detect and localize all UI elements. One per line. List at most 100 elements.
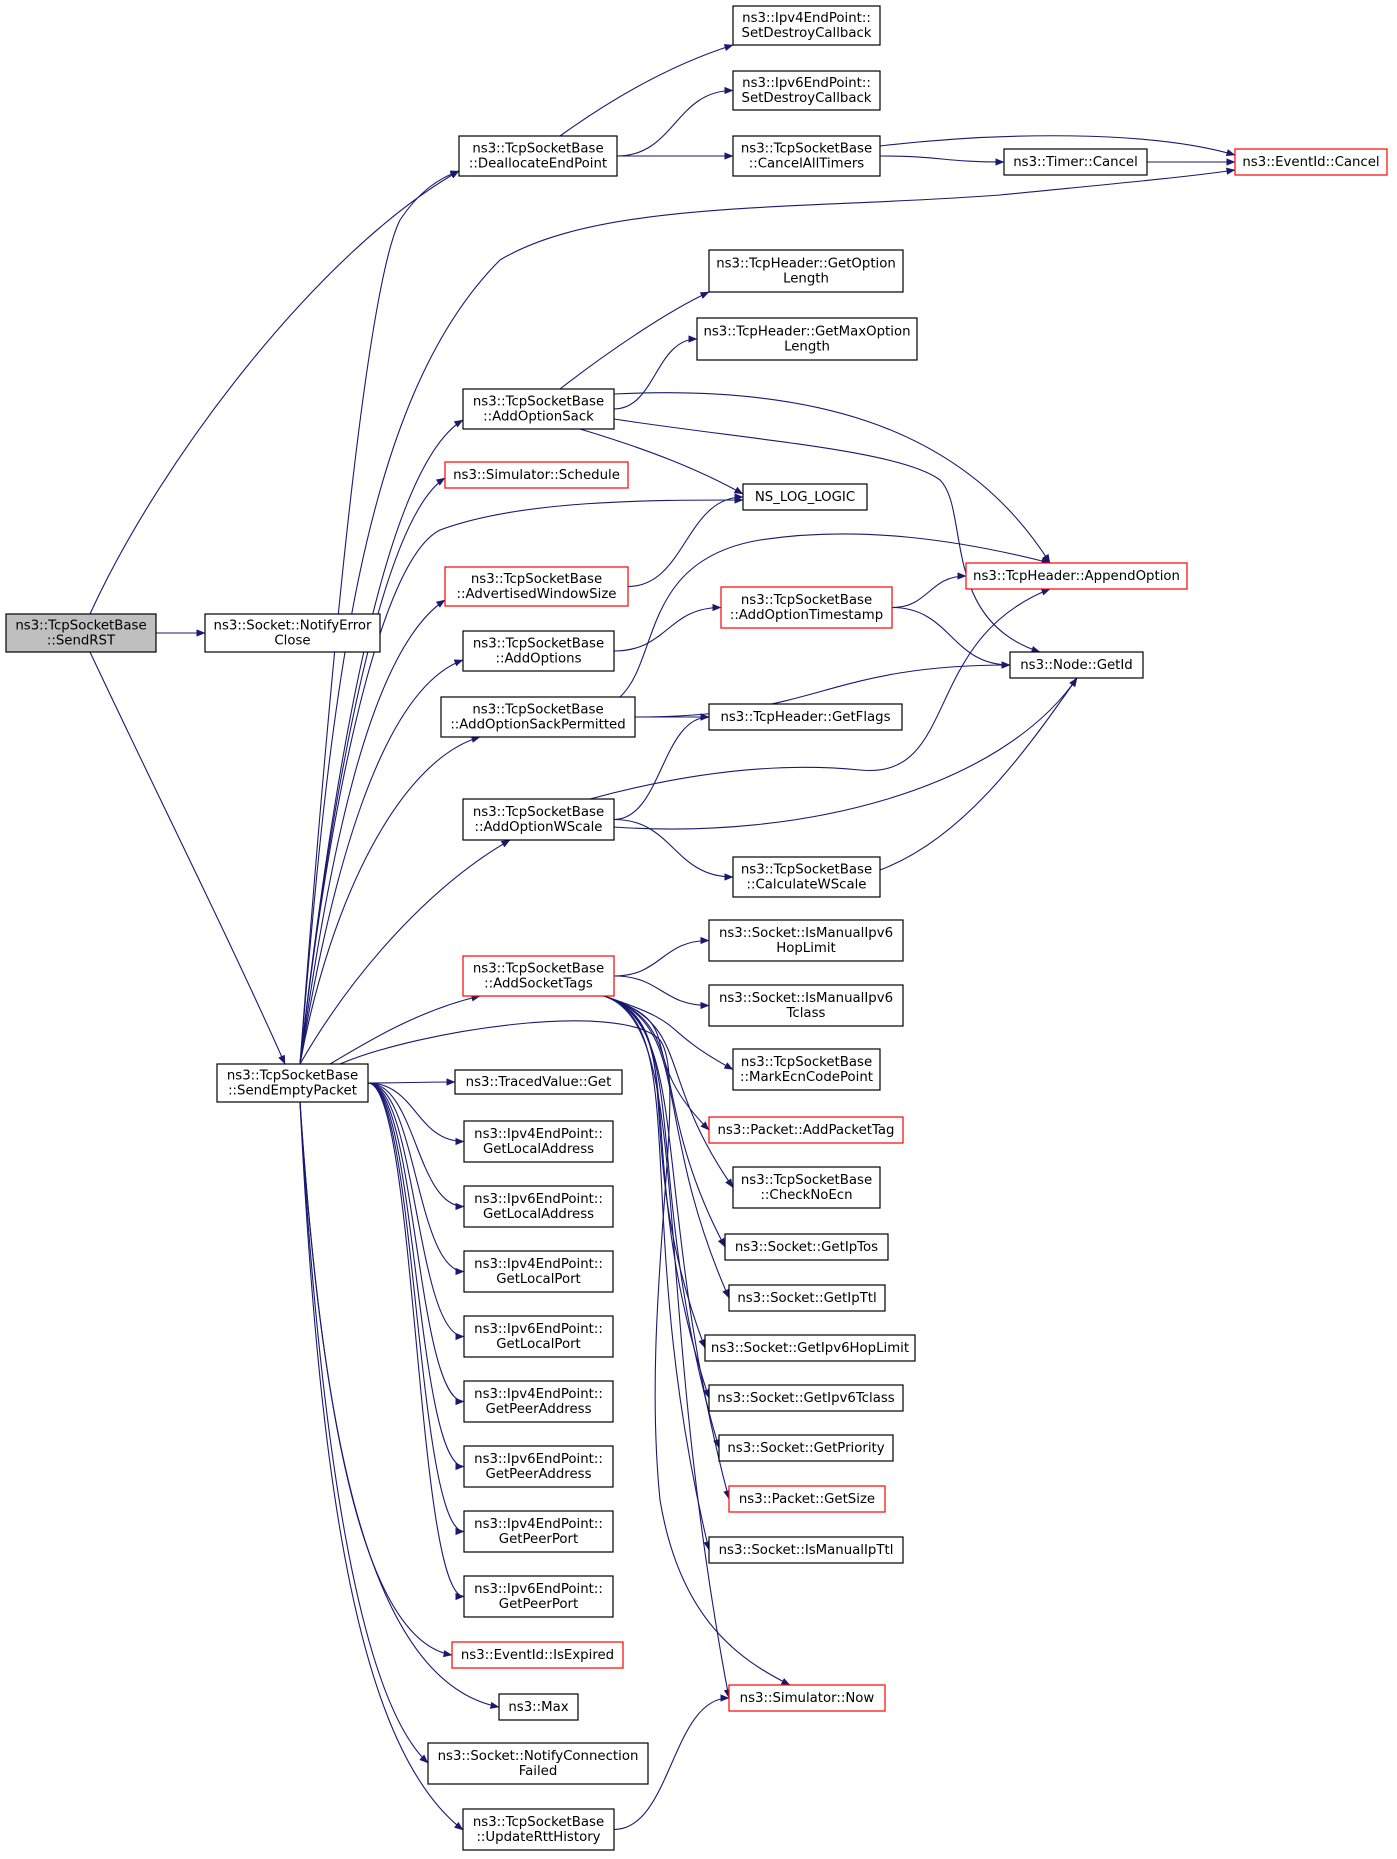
node-box [708, 1384, 904, 1412]
node-add-option-sack-permitted[interactable]: ns3::TcpSocketBase::AddOptionSackPermitt… [440, 696, 636, 738]
node-ipv4ep-get-peer-address[interactable]: ns3::Ipv4EndPoint::GetPeerAddress [463, 1380, 614, 1423]
node-label: ::AddOptionSack [483, 410, 594, 425]
node-mark-ecn-code-point[interactable]: ns3::TcpSocketBase::MarkEcnCodePoint [732, 1048, 881, 1091]
node-box [462, 955, 615, 997]
node-ipv4ep-get-local-port[interactable]: ns3::Ipv4EndPoint::GetLocalPort [463, 1250, 614, 1293]
edge-add_socket_tags-to-is_manual_ip_ttl [603, 995, 711, 1551]
node-ipv6ep-get-local-address[interactable]: ns3::Ipv6EndPoint::GetLocalAddress [463, 1185, 614, 1228]
node-eventid-is-expired[interactable]: ns3::EventId::IsExpired [451, 1641, 624, 1669]
node-label: ns3::TcpSocketBase [741, 1055, 872, 1070]
node-add-option-wscale[interactable]: ns3::TcpSocketBase::AddOptionWScale [462, 798, 615, 841]
node-label: ns3::Timer::Cancel [1013, 155, 1138, 170]
node-box [718, 1434, 894, 1462]
node-box [732, 135, 881, 177]
node-label: ns3::Ipv6EndPoint:: [474, 1322, 603, 1337]
node-label: ns3::Packet::AddPacketTag [718, 1123, 895, 1138]
node-packet-get-size[interactable]: ns3::Packet::GetSize [728, 1485, 886, 1513]
node-label: ns3::Ipv6EndPoint:: [474, 1582, 603, 1597]
node-get-ipv6-tclass[interactable]: ns3::Socket::GetIpv6Tclass [708, 1384, 904, 1412]
node-box [444, 461, 629, 489]
node-ipv6ep-get-peer-port[interactable]: ns3::Ipv6EndPoint::GetPeerPort [463, 1575, 614, 1618]
node-traced-value-get[interactable]: ns3::TracedValue::Get [454, 1069, 623, 1095]
node-box [1009, 651, 1144, 679]
node-label: GetPeerPort [499, 1597, 578, 1612]
edge-send_empty_packet-to-ns3_max [299, 1101, 500, 1709]
node-simulator-schedule[interactable]: ns3::Simulator::Schedule [444, 461, 629, 489]
edge-add_option_wscale-to-get_flags [613, 713, 710, 821]
node-label: ns3::Socket::GetIpTtl [737, 1291, 876, 1306]
node-box [742, 483, 868, 511]
node-label: ns3::TcpSocketBase [473, 805, 604, 820]
node-box [216, 1063, 369, 1103]
node-get-priority[interactable]: ns3::Socket::GetPriority [718, 1434, 894, 1462]
node-is-manual-ip-ttl[interactable]: ns3::Socket::IsManualIpTtl [708, 1536, 904, 1564]
node-ipv4ep-get-local-address[interactable]: ns3::Ipv4EndPoint::GetLocalAddress [463, 1120, 614, 1163]
edge-send_empty_packet-to-update_rtt_history [299, 1101, 464, 1831]
node-get-ip-tos[interactable]: ns3::Socket::GetIpTos [724, 1233, 889, 1261]
node-check-no-ecn[interactable]: ns3::TcpSocketBase::CheckNoEcn [732, 1166, 881, 1209]
node-label: Length [784, 340, 830, 355]
edge-send_empty_packet-to-add_option_sack [299, 419, 464, 1065]
node-label: GetPeerAddress [485, 1402, 591, 1417]
node-box [728, 1485, 886, 1513]
node-label: ns3::TcpSocketBase [472, 703, 603, 718]
node-send-empty-packet[interactable]: ns3::TcpSocketBase::SendEmptyPacket [216, 1063, 369, 1103]
node-timer-cancel[interactable]: ns3::Timer::Cancel [1003, 148, 1148, 176]
node-label: ::AdvertisedWindowSize [457, 587, 617, 602]
node-add-option-sack[interactable]: ns3::TcpSocketBase::AddOptionSack [462, 388, 615, 430]
node-ipv6ep-get-peer-address[interactable]: ns3::Ipv6EndPoint::GetPeerAddress [463, 1445, 614, 1488]
node-advertised-window-size[interactable]: ns3::TcpSocketBase::AdvertisedWindowSize [444, 566, 629, 607]
edge-add_socket_tags-to-is_manual_ipv6_tclass [613, 975, 710, 1010]
node-append-option[interactable]: ns3::TcpHeader::AppendOption [965, 562, 1188, 590]
node-get-flags[interactable]: ns3::TcpHeader::GetFlags [708, 703, 903, 731]
node-label: ::CancelAllTimers [749, 157, 864, 172]
node-ipv4ep-get-peer-port[interactable]: ns3::Ipv4EndPoint::GetPeerPort [463, 1510, 614, 1553]
node-label: SetDestroyCallback [742, 26, 872, 41]
node-simulator-now[interactable]: ns3::Simulator::Now [728, 1684, 886, 1712]
node-label: NS_LOG_LOGIC [755, 490, 855, 505]
node-box [463, 1315, 614, 1358]
node-get-ip-ttl[interactable]: ns3::Socket::GetIpTtl [728, 1284, 886, 1312]
node-ns-log-logic[interactable]: NS_LOG_LOGIC [742, 483, 868, 511]
edge-send_empty_packet-to-add_option_wscale [299, 839, 511, 1065]
node-label: ns3::EventId::Cancel [1242, 155, 1379, 170]
node-get-ipv6-hoplimit[interactable]: ns3::Socket::GetIpv6HopLimit [704, 1334, 916, 1362]
edge-send_empty_packet-to-ipv4ep_get_peer_address [367, 1082, 465, 1406]
node-box [462, 630, 615, 672]
node-node-get-id[interactable]: ns3::Node::GetId [1009, 651, 1144, 679]
node-box [720, 586, 893, 629]
node-ipv4ep-set-destroy[interactable]: ns3::Ipv4EndPoint::SetDestroyCallback [732, 5, 881, 46]
edge-send_empty_packet-to-ipv4ep_get_peer_port [367, 1082, 465, 1536]
node-add-socket-tags[interactable]: ns3::TcpSocketBase::AddSocketTags [462, 955, 615, 997]
node-label: ns3::Node::GetId [1020, 658, 1133, 673]
node-add-options[interactable]: ns3::TcpSocketBase::AddOptions [462, 630, 615, 672]
node-box [728, 1684, 886, 1712]
edge-deallocate_endpoint-to-ipv4ep_set_destroy [559, 44, 734, 137]
node-calculate-wscale[interactable]: ns3::TcpSocketBase::CalculateWScale [732, 856, 881, 898]
node-add-packet-tag[interactable]: ns3::Packet::AddPacketTag [708, 1116, 904, 1144]
node-add-option-timestamp[interactable]: ns3::TcpSocketBase::AddOptionTimestamp [720, 586, 893, 629]
node-label: ns3::Socket::GetIpTos [735, 1240, 878, 1255]
node-send-rst[interactable]: ns3::TcpSocketBase::SendRST [5, 613, 157, 653]
node-label: GetLocalPort [496, 1272, 581, 1287]
node-deallocate-endpoint[interactable]: ns3::TcpSocketBase::DeallocateEndPoint [458, 135, 618, 177]
node-box [463, 1250, 614, 1293]
edge-add_socket_tags-to-mark_ecn_code_point [603, 995, 734, 1070]
node-label: ::AddOptionTimestamp [730, 608, 883, 623]
node-label: ::CheckNoEcn [760, 1188, 852, 1203]
node-eventid-cancel[interactable]: ns3::EventId::Cancel [1234, 148, 1388, 176]
node-label: ns3::TcpHeader::AppendOption [973, 569, 1180, 584]
node-update-rtt-history[interactable]: ns3::TcpSocketBase::UpdateRttHistory [462, 1808, 615, 1851]
node-ipv6ep-get-local-port[interactable]: ns3::Ipv6EndPoint::GetLocalPort [463, 1315, 614, 1358]
node-cancel-all-timers[interactable]: ns3::TcpSocketBase::CancelAllTimers [732, 135, 881, 177]
node-box [463, 1575, 614, 1618]
node-ns3-max[interactable]: ns3::Max [498, 1693, 579, 1721]
edge-add_option_sack_permitted-to-append_option [619, 533, 1051, 698]
node-ipv6ep-set-destroy[interactable]: ns3::Ipv6EndPoint::SetDestroyCallback [732, 70, 881, 111]
